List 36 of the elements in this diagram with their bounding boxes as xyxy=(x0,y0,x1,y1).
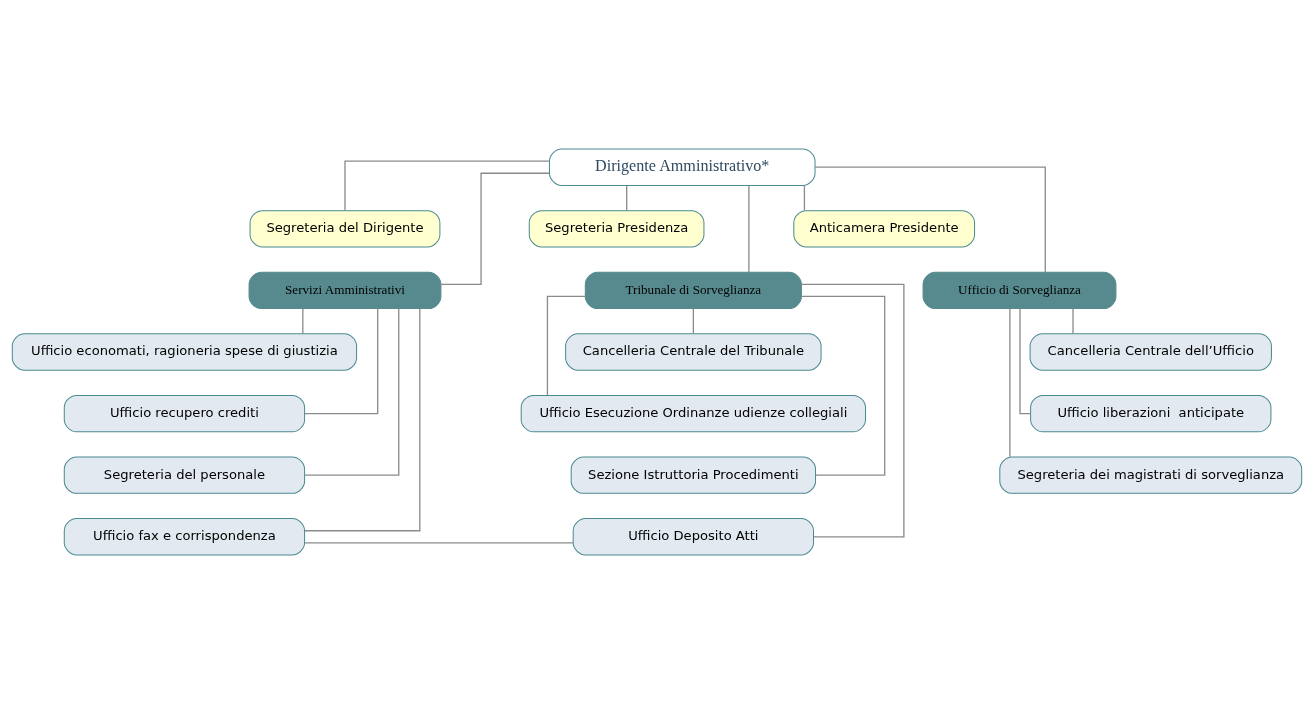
node-box: Servizi Amministrativi xyxy=(248,271,442,310)
node-box: Sezione Istruttoria Procedimenti xyxy=(570,456,817,494)
node-box: Anticamera Presidente xyxy=(793,210,976,248)
node-box: Segreteria dei magistrati di sorveglianza xyxy=(999,456,1303,494)
node-box: Dirigente Amministrativo* xyxy=(548,148,816,186)
node-box: Segreteria del personale xyxy=(63,456,306,494)
connector xyxy=(692,308,694,335)
connector xyxy=(1019,307,1031,415)
connector xyxy=(1009,308,1011,458)
connector xyxy=(304,308,400,476)
connector xyxy=(304,542,574,544)
node-box: Ufficio liberazioni anticipate xyxy=(1030,394,1272,433)
connector xyxy=(440,172,551,285)
connector xyxy=(800,295,886,476)
connector xyxy=(302,308,304,335)
node-box: Ufficio Deposito Atti xyxy=(572,518,814,556)
connector xyxy=(801,283,905,538)
node-box: Segreteria del Dirigente xyxy=(249,210,441,248)
connector xyxy=(344,160,551,211)
node-box: Ufficio fax e corrispondenza xyxy=(63,518,306,556)
node-box: Ufficio di Sorveglianza xyxy=(922,271,1117,310)
node-box: Ufficio economati, ragioneria spese di giustizia xyxy=(11,333,358,371)
node-box: Segreteria Presidenza xyxy=(528,210,705,248)
node-box: Tribunale di Sorveglianza xyxy=(584,271,802,310)
connector xyxy=(803,185,806,211)
node-box: Ufficio recupero crediti xyxy=(63,394,306,433)
node-box: Ufficio Esecuzione Ordinanze udienze collegiali xyxy=(520,394,866,433)
connector xyxy=(748,184,750,273)
node-box: Cancelleria Centrale dell’Ufficio xyxy=(1029,333,1272,371)
connector xyxy=(304,308,421,532)
connector xyxy=(814,166,1046,273)
connector xyxy=(303,307,379,415)
connector xyxy=(1072,308,1074,335)
node-box: Cancelleria Centrale del Tribunale xyxy=(565,333,822,371)
connector xyxy=(626,185,628,211)
connector xyxy=(546,295,586,396)
